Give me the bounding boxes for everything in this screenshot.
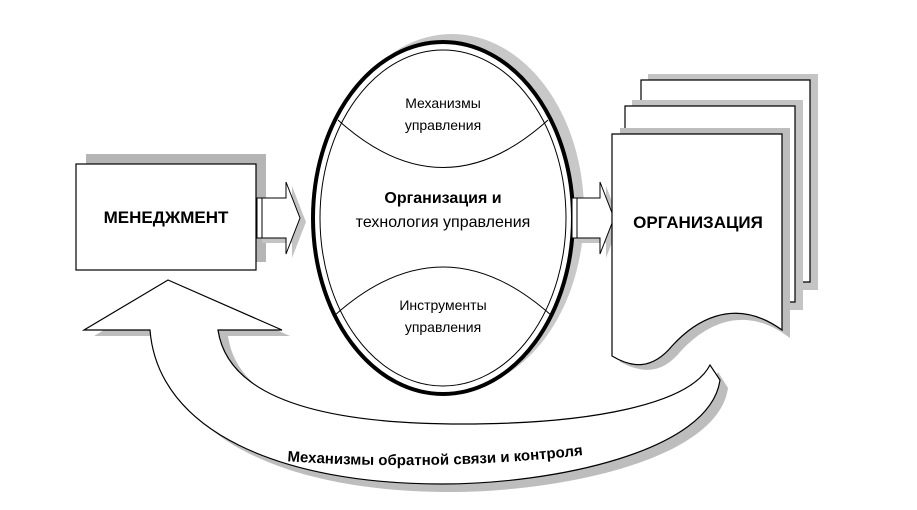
ellipse-bottom-label-line1: Инструменты [399, 297, 486, 313]
management-box: МЕНЕДЖМЕНТ [75, 154, 266, 271]
center-ellipse: Механизмы управления Организация и техно… [311, 34, 584, 396]
ellipse-bottom-label-line2: управления [405, 319, 481, 335]
management-box-frame [75, 163, 257, 271]
arrow-management-to-center [256, 181, 306, 258]
ellipse-center-label-line2: технология управления [356, 214, 531, 231]
organization-documents: ОРГАНИЗАЦИЯ [611, 74, 818, 370]
organization-label: ОРГАНИЗАЦИЯ [633, 213, 763, 232]
ellipse-top-label-line2: управления [405, 117, 481, 133]
management-box-label: МЕНЕДЖМЕНТ [104, 208, 229, 227]
feedback-arrow-body [81, 279, 721, 485]
center-ellipse-inner-ring [319, 49, 567, 387]
ellipse-top-label-line1: Механизмы [405, 95, 481, 111]
ellipse-center-label-line1: Организация и [384, 190, 501, 207]
organization-page-front [611, 133, 783, 366]
arrow-center-to-organization [571, 181, 620, 258]
feedback-arrow [81, 279, 728, 492]
center-ellipse-top-arc [337, 119, 549, 168]
center-ellipse-bottom-arc [333, 266, 553, 317]
